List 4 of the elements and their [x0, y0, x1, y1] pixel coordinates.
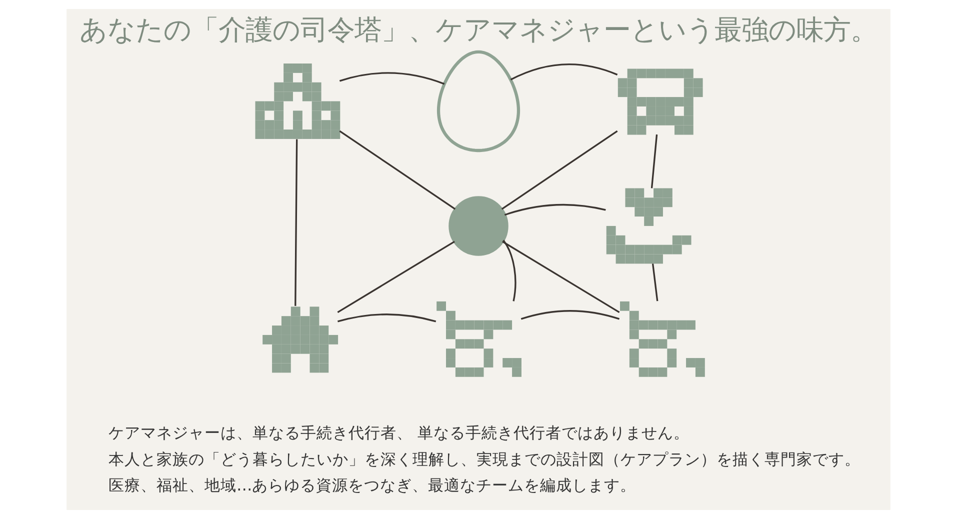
label: 医療、福祉、地域…あらゆる資源をつなぎ、最適なチームを編成します。	[108, 475, 636, 494]
label: ケアマネジャーは、単なる手続き代行者、 単なる手続き代行者ではありません。	[108, 422, 690, 442]
label: 本人と家族の「どう暮らしたいか」を深く理解し、実現までの設計図（ケアプラン）を描く専門家です。	[108, 448, 860, 468]
diagram-title: あなたの「介護の司令塔」、ケアマネジャーという最強の味方。	[79, 14, 877, 46]
